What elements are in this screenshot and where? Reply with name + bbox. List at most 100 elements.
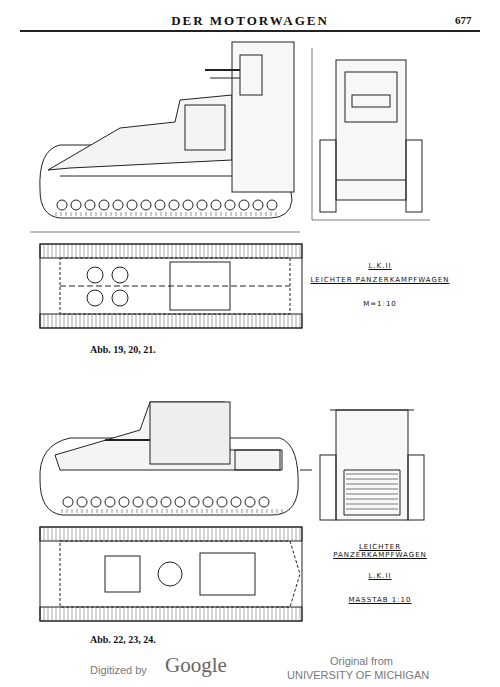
- road-wheel: [141, 200, 151, 210]
- track-plate: [128, 244, 129, 258]
- track-link: [271, 212, 272, 216]
- track-plate: [84, 607, 85, 621]
- track-plate: [108, 607, 109, 621]
- track-plate: [260, 527, 261, 541]
- track-link: [102, 509, 103, 513]
- track-plate: [212, 527, 213, 541]
- track-plate: [280, 244, 281, 258]
- road-wheel: [147, 497, 157, 507]
- track-plate: [56, 607, 57, 621]
- road-wheel: [189, 497, 199, 507]
- track-plate: [208, 244, 209, 258]
- track-plate: [144, 607, 145, 621]
- road-wheel: [127, 200, 137, 210]
- track-link: [91, 212, 92, 216]
- track-plate: [232, 527, 233, 541]
- road-wheel: [71, 200, 81, 210]
- track-link: [181, 212, 182, 216]
- track-link: [206, 212, 207, 216]
- track-plate: [52, 527, 53, 541]
- track-plate: [272, 527, 273, 541]
- scale-label: MASSTAB 1:10: [349, 596, 412, 604]
- watermark: Original from: [330, 655, 393, 667]
- track-plate: [136, 527, 137, 541]
- track-link: [196, 212, 197, 216]
- track-plate: [120, 607, 121, 621]
- track-plate: [116, 244, 117, 258]
- track-plate: [152, 314, 153, 328]
- track-link: [237, 509, 238, 513]
- road-wheel: [245, 497, 255, 507]
- track-link: [171, 212, 172, 216]
- track-link: [132, 509, 133, 513]
- track-plate: [276, 244, 277, 258]
- track-plate: [252, 314, 253, 328]
- track-link: [222, 509, 223, 513]
- track-plate: [176, 314, 177, 328]
- track-plate: [196, 244, 197, 258]
- track-plate: [72, 607, 73, 621]
- track-plate: [92, 244, 93, 258]
- track-plate: [288, 314, 289, 328]
- track-link: [247, 509, 248, 513]
- track-plate: [232, 607, 233, 621]
- track-plate: [284, 527, 285, 541]
- track-plate: [168, 527, 169, 541]
- track-plate: [48, 314, 49, 328]
- track-plate: [276, 314, 277, 328]
- track-plate: [100, 607, 101, 621]
- track-link: [246, 212, 247, 216]
- track-plate: [180, 607, 181, 621]
- track-link: [76, 212, 77, 216]
- track-link: [162, 509, 163, 513]
- track-plate: [116, 527, 117, 541]
- road-wheel: [85, 200, 95, 210]
- track-plate: [96, 607, 97, 621]
- track-plate: [240, 527, 241, 541]
- track-plate: [288, 244, 289, 258]
- track-plate: [88, 607, 89, 621]
- track-plate: [176, 244, 177, 258]
- track-plate: [244, 607, 245, 621]
- track-plate: [160, 607, 161, 621]
- track-plate: [68, 607, 69, 621]
- track-link: [157, 509, 158, 513]
- track-plate: [48, 244, 49, 258]
- track-plate: [260, 314, 261, 328]
- track-plate: [52, 244, 53, 258]
- track-plate: [240, 314, 241, 328]
- track-plate: [52, 607, 53, 621]
- track-plate: [284, 314, 285, 328]
- road-wheel: [161, 497, 171, 507]
- track-plate: [228, 244, 229, 258]
- road-wheel: [155, 200, 165, 210]
- track-link: [167, 509, 168, 513]
- track-plate: [68, 527, 69, 541]
- track-plate: [248, 244, 249, 258]
- road-wheel: [259, 497, 269, 507]
- track-plate: [292, 244, 293, 258]
- track-plate: [268, 527, 269, 541]
- track-link: [186, 212, 187, 216]
- track-plate: [140, 607, 141, 621]
- track-plate: [252, 527, 253, 541]
- track-plate: [204, 244, 205, 258]
- track-plate: [136, 314, 137, 328]
- track-plate: [60, 314, 61, 328]
- track-link: [156, 212, 157, 216]
- front-view-bottom: [320, 410, 424, 520]
- track-plate: [212, 244, 213, 258]
- track-plate: [256, 244, 257, 258]
- track-link: [241, 212, 242, 216]
- track-plate: [88, 244, 89, 258]
- figure-caption: Abb. 19, 20, 21.: [90, 344, 156, 355]
- front-view-top: [312, 48, 430, 220]
- track-plate: [224, 527, 225, 541]
- track-plate: [56, 244, 57, 258]
- track-link: [146, 212, 147, 216]
- track-plate: [148, 527, 149, 541]
- track-plate: [260, 244, 261, 258]
- track-plate: [244, 244, 245, 258]
- track-plate: [184, 244, 185, 258]
